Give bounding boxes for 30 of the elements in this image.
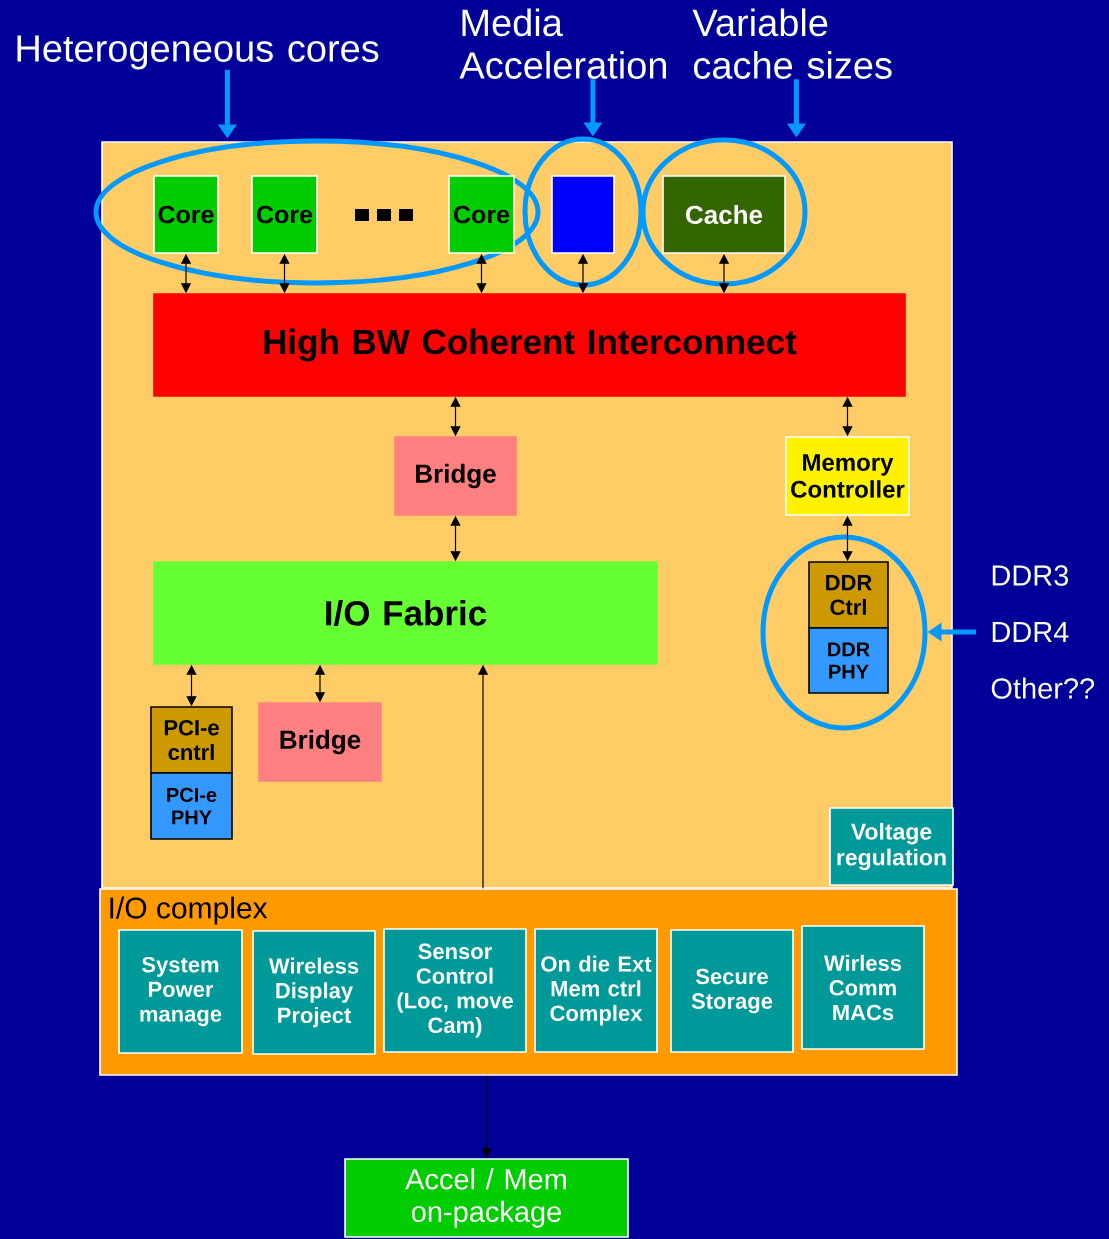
io-unit-box: On die Ext Mem ctrl Complex	[534, 928, 658, 1053]
bridge-box: Bridge	[394, 436, 517, 516]
annotation-text: Heterogeneous cores	[17, 35, 379, 70]
memory-controller-box: Memory Controller	[785, 436, 910, 516]
highlight-ellipse	[640, 137, 808, 287]
io-fabric-bar: I/O Fabric	[153, 561, 658, 665]
core-box: Core	[153, 175, 219, 254]
pcie-controller-box: PCI-e cntrl	[150, 706, 233, 774]
io-unit-box: Wirless Comm MACs	[801, 925, 925, 1050]
media-block	[551, 175, 615, 254]
bridge-box: Bridge	[258, 702, 382, 782]
ddr-phy-box: DDR PHY	[808, 627, 889, 694]
pcie-phy-box: PCI-e PHY	[150, 772, 233, 840]
voltage-regulator-box: Voltage regulation	[829, 807, 954, 886]
highlight-ellipse	[93, 138, 541, 286]
io-unit-box: System Power manage	[118, 929, 243, 1054]
io-unit-box: Wireless Display Project	[252, 930, 376, 1055]
annotation-text: Variable cache sizes	[692, 8, 892, 79]
cache-box: Cache	[662, 175, 786, 254]
ddr-controller-box: DDR Ctrl	[808, 561, 889, 629]
package-box: Accel / Mem on-package	[344, 1158, 629, 1238]
highlight-ellipse	[522, 136, 644, 288]
annotation-text: Media Acceleration	[459, 8, 666, 79]
io-unit-box: Secure Storage	[670, 929, 794, 1053]
memory-type-list: DDR3 DDR4 Other??	[991, 565, 1095, 699]
core-box: Core	[251, 175, 318, 254]
io-unit-box: Sensor Control (Loc, move Cam)	[383, 928, 527, 1053]
interconnect-bar: High BW Coherent Interconnect	[153, 293, 906, 397]
highlight-ellipse	[760, 534, 928, 731]
core-box: Core	[448, 175, 515, 254]
